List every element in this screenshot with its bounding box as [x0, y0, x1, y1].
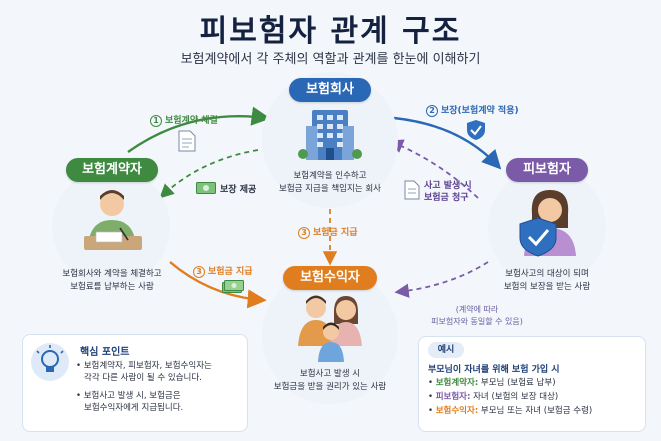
arrow-contract — [127, 106, 271, 153]
example-heading: 부모님이 자녀를 위해 보험 가입 시 — [428, 365, 560, 375]
arrow-claim — [388, 139, 479, 199]
shield-icon — [467, 120, 485, 140]
policyholder-description: 보험회사와 계약을 체결하고 보험료를 납부하는 사람 — [62, 269, 162, 292]
arrow-payout-left — [169, 261, 267, 309]
example-row-policyholder: • 보험계약자: 부모님 (보험료 납부) — [428, 378, 556, 388]
flow-claim-label: 사고 발생 시 보험금 청구 — [424, 181, 472, 203]
policyholder-label: 보험계약자 — [66, 158, 158, 182]
flow-coverage-provide-label: 보장 제공 — [220, 185, 257, 195]
same-person-note: (계약에 따라 피보험자와 동일할 수 있음) — [431, 305, 523, 326]
family-icon — [298, 295, 362, 362]
insurer-description: 보험계약을 인수하고 보험금 지급을 책임지는 회사 — [279, 171, 381, 194]
arrow-coverage-provide — [159, 149, 259, 199]
arrow-same-person — [394, 261, 489, 298]
key-points-title: 핵심 포인트 — [80, 347, 130, 358]
arrow-coverage — [393, 116, 502, 170]
beneficiary-label: 보험수익자 — [283, 266, 377, 290]
cash-icon — [222, 280, 244, 293]
example-row-beneficiary: • 보험수익자: 부모님 또는 자녀 (보험금 수령) — [428, 406, 593, 416]
document-icon — [178, 130, 196, 152]
example-badge: 예시 — [428, 342, 464, 358]
person-with-shield-icon — [519, 190, 576, 257]
beneficiary-description: 보험사고 발생 시 보험금을 받을 권리가 있는 사람 — [273, 369, 387, 392]
page-title: 피보험자 관계 구조 — [199, 14, 462, 49]
insurer-label: 보험회사 — [289, 78, 371, 102]
insured-description: 보험사고의 대상이 되며 보험의 보장을 받는 사람 — [503, 269, 591, 292]
page-subtitle: 보험계약에서 각 주체의 역할과 관계를 한눈에 이해하기 — [180, 52, 481, 67]
example-rows: • 보험계약자: 부모님 (보험료 납부) • 피보험자: 자녀 (보험의 보장… — [428, 377, 644, 417]
claim-document-icon — [404, 180, 420, 200]
key-point-item: • 보험사고 발생 시, 보험금은 보험수익자에게 지급됩니다. — [76, 391, 184, 413]
money-icon — [196, 182, 216, 194]
insured-label: 피보험자 — [506, 158, 588, 182]
lightbulb-icon — [31, 343, 69, 381]
key-point-item: • 보험계약자, 피보험자, 보험수익자는 각각 다른 사람이 될 수 있습니다… — [76, 361, 212, 383]
person-signing-icon — [84, 190, 142, 250]
key-points-list: • 보험계약자, 피보험자, 보험수익자는 각각 다른 사람이 될 수 있습니다… — [76, 360, 246, 414]
example-row-insured: • 피보험자: 자녀 (보험의 보장 대상) — [428, 392, 559, 402]
building-icon — [298, 110, 362, 160]
